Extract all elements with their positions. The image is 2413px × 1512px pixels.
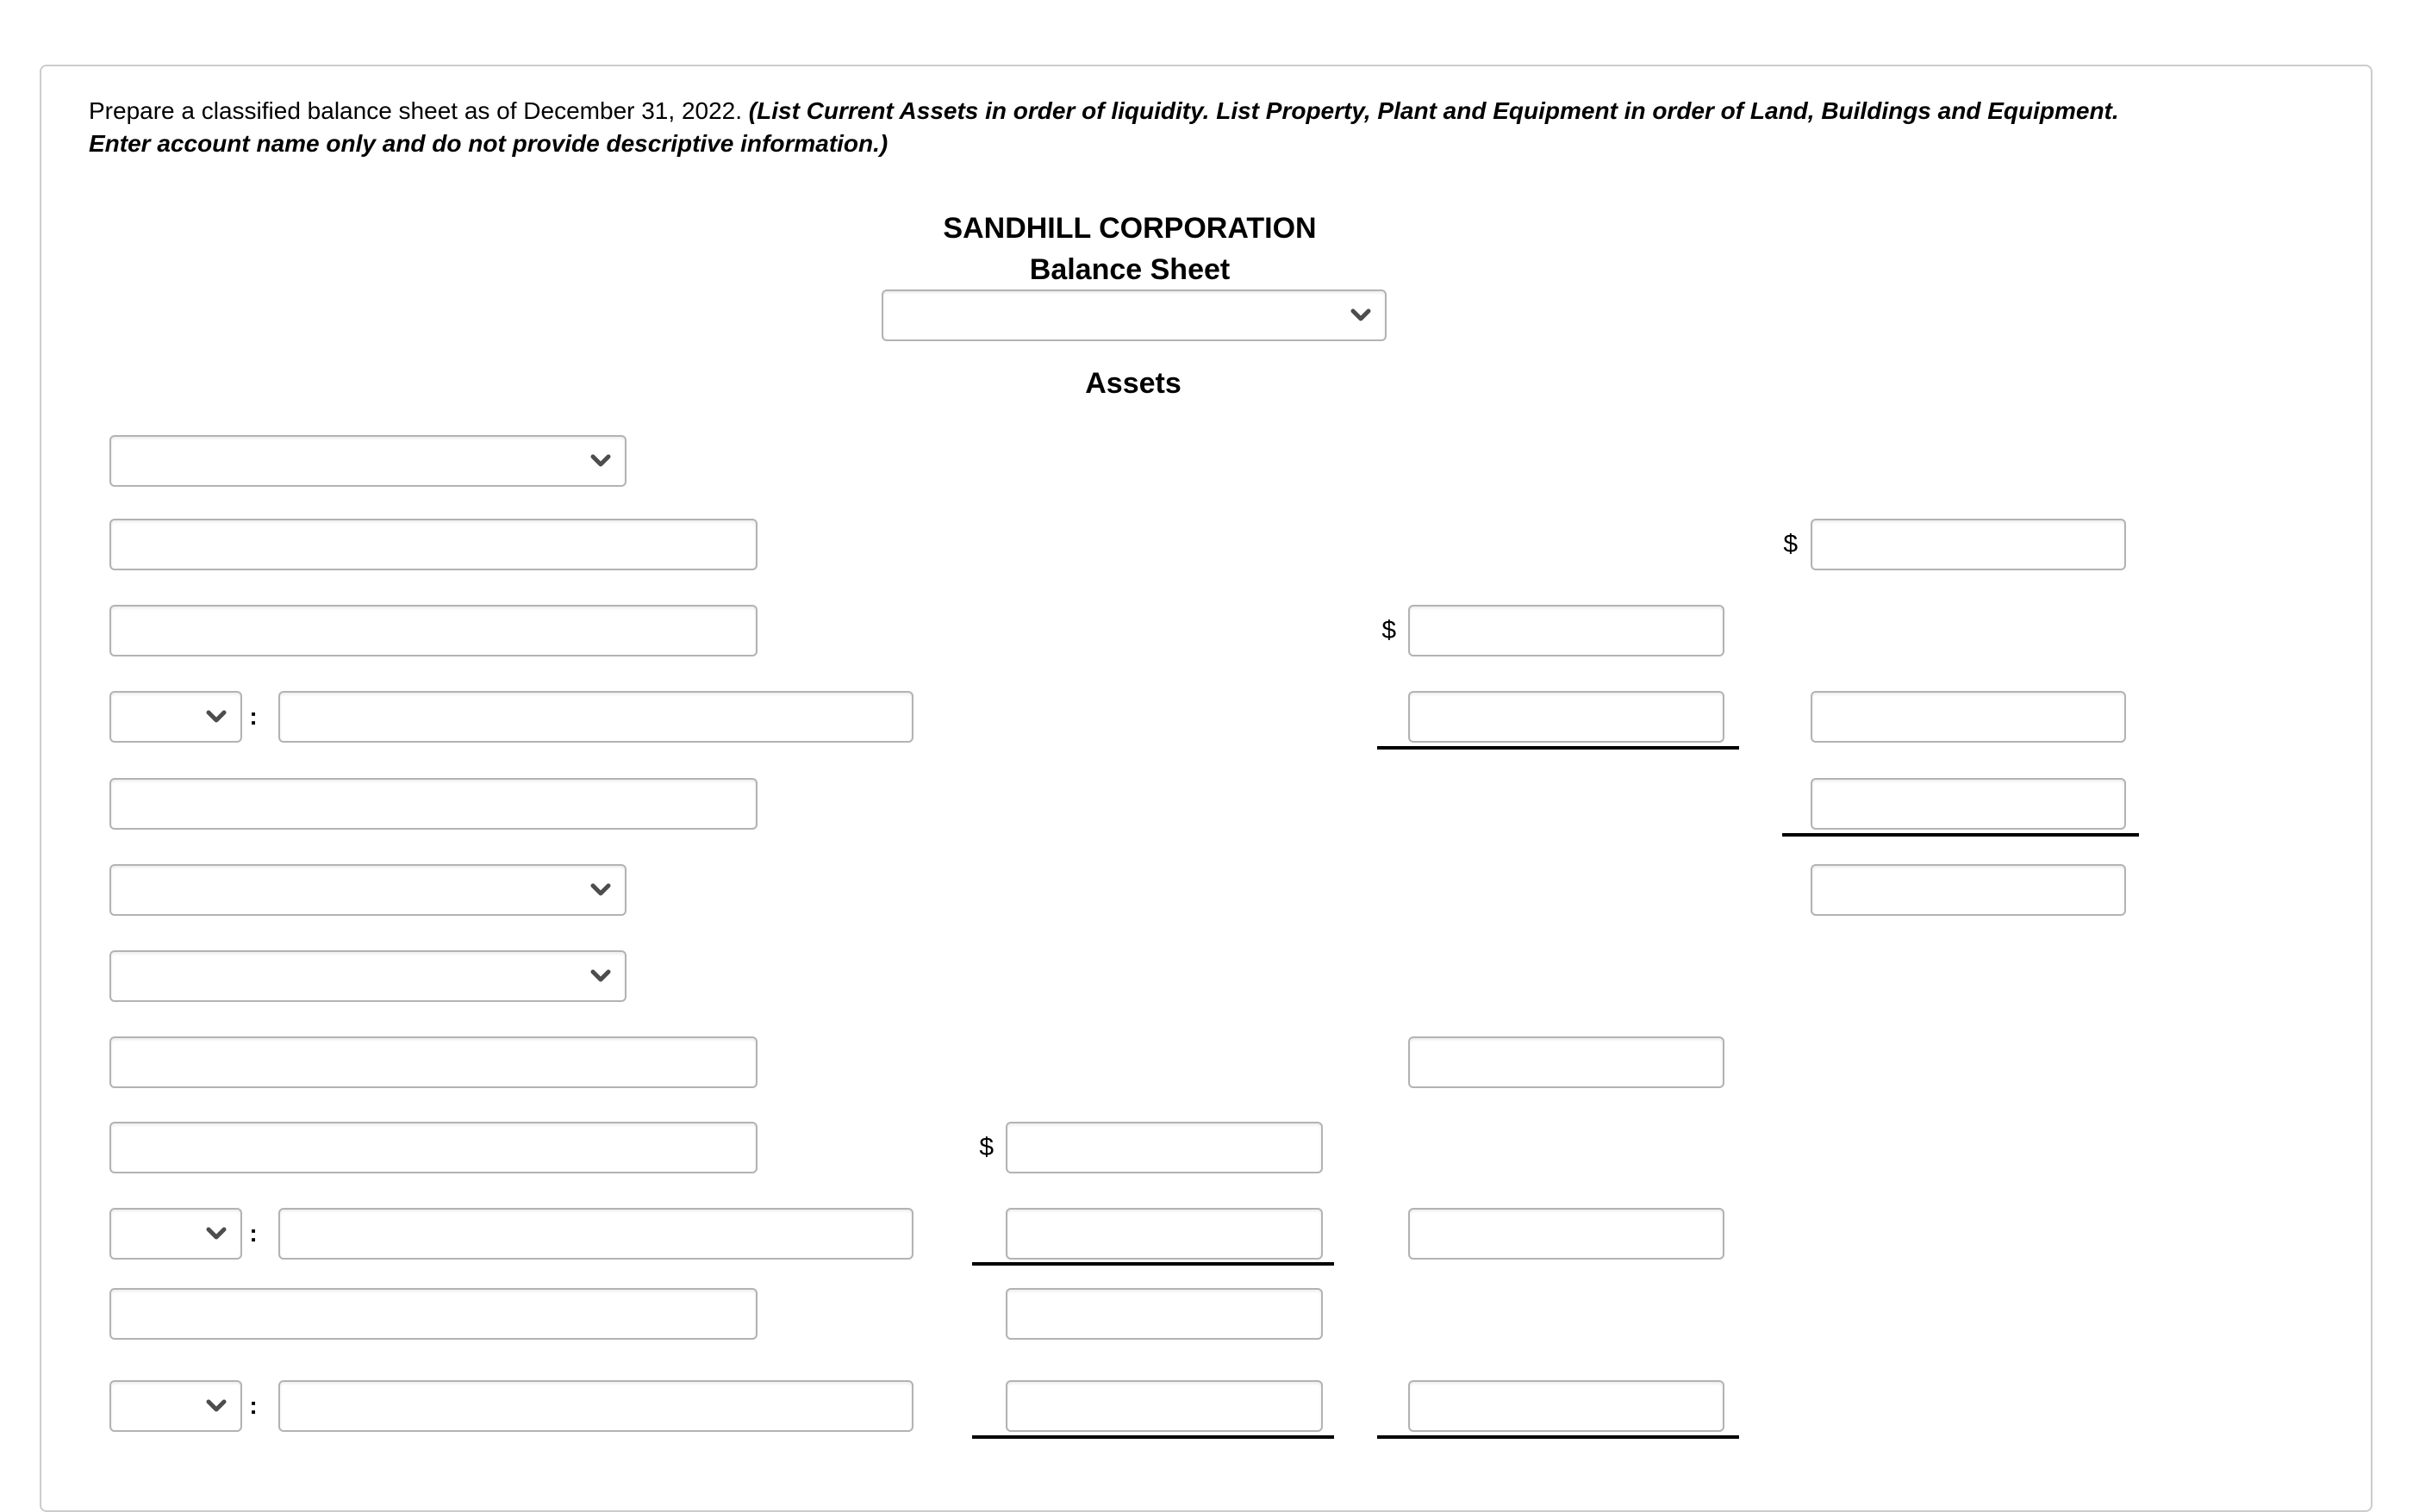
instructions: Prepare a classified balance sheet as of… <box>89 95 2119 160</box>
total-rule <box>1377 1435 1739 1439</box>
balance-sheet-date-select[interactable] <box>882 289 1387 341</box>
amount-input-mid-2[interactable] <box>1006 1208 1323 1260</box>
chevron-down-icon <box>590 883 611 896</box>
amount-input-rmid-4[interactable] <box>1408 1208 1724 1260</box>
classification-select-1[interactable] <box>109 435 627 487</box>
colon-separator: : <box>249 1220 258 1247</box>
amount-input-far-4[interactable] <box>1811 864 2126 916</box>
amount-input-far-1[interactable] <box>1811 519 2126 570</box>
colon-separator: : <box>249 703 258 730</box>
account-input-3[interactable] <box>109 778 758 830</box>
instructions-bold-italic-text: (List Current Assets in order of liquidi… <box>742 97 2119 124</box>
account-input-5[interactable] <box>109 1122 758 1173</box>
chevron-down-icon <box>1350 308 1371 321</box>
amount-input-far-2[interactable] <box>1811 691 2126 743</box>
subtotal-rule <box>1377 746 1739 750</box>
dollar-sign: $ <box>1783 530 1798 558</box>
amount-input-far-3[interactable] <box>1811 778 2126 830</box>
company-name: SANDHILL CORPORATION <box>943 212 1317 245</box>
amount-input-mid-1[interactable] <box>1006 1122 1323 1173</box>
subtotal-label-input-2[interactable] <box>278 1208 913 1260</box>
statement-title: Balance Sheet <box>1029 253 1231 286</box>
chevron-down-icon <box>206 1399 227 1412</box>
account-input-2[interactable] <box>109 605 758 656</box>
chevron-down-icon <box>206 1227 227 1240</box>
section-heading-assets: Assets <box>1085 367 1182 400</box>
subtotal-label-input-1[interactable] <box>278 691 913 743</box>
chevron-down-icon <box>206 710 227 723</box>
subtotal-label-input-3[interactable] <box>278 1380 913 1432</box>
chevron-down-icon <box>590 454 611 467</box>
subtotal-rule <box>972 1262 1334 1266</box>
instructions-line-2: Enter account name only and do not provi… <box>89 130 889 157</box>
subtotal-select-1[interactable] <box>109 691 242 743</box>
amount-input-mid-4[interactable] <box>1006 1380 1323 1432</box>
subtotal-select-3[interactable] <box>109 1380 242 1432</box>
account-input-4[interactable] <box>109 1036 758 1088</box>
dollar-sign: $ <box>1381 616 1396 644</box>
amount-input-rmid-3[interactable] <box>1408 1036 1724 1088</box>
account-input-1[interactable] <box>109 519 758 570</box>
classification-select-2[interactable] <box>109 864 627 916</box>
account-input-6[interactable] <box>109 1288 758 1340</box>
total-rule <box>972 1435 1334 1439</box>
instructions-line-1: Prepare a classified balance sheet as of… <box>89 95 2119 128</box>
amount-input-rmid-5[interactable] <box>1408 1380 1724 1432</box>
instructions-normal-text: Prepare a classified balance sheet as of… <box>89 97 743 124</box>
dollar-sign: $ <box>979 1133 994 1161</box>
classification-select-3[interactable] <box>109 950 627 1002</box>
subtotal-select-2[interactable] <box>109 1208 242 1260</box>
amount-input-mid-3[interactable] <box>1006 1288 1323 1340</box>
subtotal-rule <box>1782 833 2139 837</box>
page: Prepare a classified balance sheet as of… <box>40 65 2372 1512</box>
chevron-down-icon <box>590 969 611 982</box>
amount-input-rmid-2[interactable] <box>1408 691 1724 743</box>
amount-input-rmid-1[interactable] <box>1408 605 1724 656</box>
colon-separator: : <box>249 1392 258 1419</box>
